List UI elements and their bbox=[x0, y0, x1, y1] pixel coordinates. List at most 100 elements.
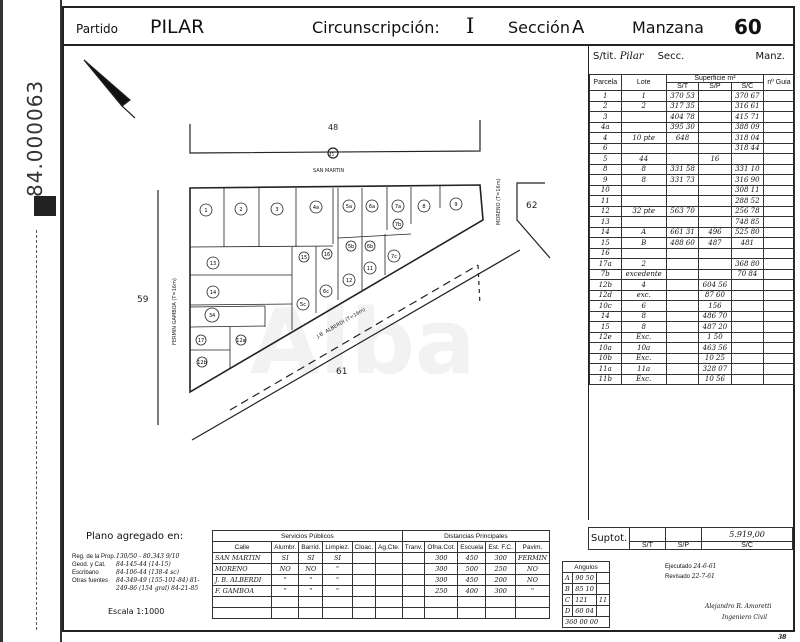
plano-row: Geod. y Cat.84-145-44 (14-15) bbox=[72, 561, 212, 569]
cell-sc: 748 85 bbox=[730, 216, 765, 228]
cell-sp: 496 bbox=[698, 226, 732, 238]
parcel-circles bbox=[195, 197, 463, 368]
cell-st: 404 78 bbox=[665, 111, 700, 123]
cell-st bbox=[665, 268, 700, 280]
cell-sc: 70 84 bbox=[730, 268, 765, 280]
cell-lote: excedente bbox=[620, 268, 667, 280]
parcel-number: 11 bbox=[367, 266, 373, 272]
cell-st: 661 31 bbox=[665, 226, 700, 238]
servicios-cell bbox=[271, 596, 300, 608]
parcel-number: 5c bbox=[300, 302, 306, 308]
foot-st: S/T bbox=[629, 541, 666, 550]
cell-parcela: 12b bbox=[589, 279, 622, 291]
cell-lote: 8 bbox=[620, 174, 667, 186]
secc-label: Secc. bbox=[657, 51, 685, 62]
cell-lote bbox=[620, 195, 667, 207]
cell-parcela: 13 bbox=[589, 216, 622, 228]
servicios-header: Tranv. bbox=[401, 541, 426, 553]
cell-parcela: 10c bbox=[589, 300, 622, 312]
servicios-row bbox=[211, 607, 551, 619]
manzana-label: Manzana bbox=[632, 18, 704, 37]
manzana-60-outline bbox=[189, 184, 484, 394]
cell-lote: 11a bbox=[620, 363, 667, 375]
servicios-cell bbox=[424, 607, 459, 619]
cell-sc: 256 78 bbox=[730, 205, 765, 217]
cell-lote bbox=[620, 121, 667, 133]
servicios-cell: F. GAMBOA bbox=[211, 585, 273, 597]
servicios-header: Escuela bbox=[457, 541, 487, 553]
parcel-row: 13 748 85 bbox=[589, 216, 795, 228]
parcel-number: 7c bbox=[391, 254, 397, 260]
servicios-cell: MORENO bbox=[211, 563, 273, 575]
cell-sp bbox=[698, 121, 732, 133]
stit-label: S/tit. bbox=[593, 51, 617, 62]
cell-parcela: 14 bbox=[589, 226, 622, 238]
dashed-line bbox=[229, 264, 479, 411]
angulo-v1: 85 10 bbox=[572, 583, 597, 595]
suptot-value: 5.919,00 bbox=[701, 527, 793, 542]
plano-label: Otras fuentes bbox=[72, 578, 109, 584]
cell-parcela: 6 bbox=[589, 142, 622, 154]
servicios-cell: " bbox=[322, 563, 353, 575]
cell-st bbox=[665, 153, 700, 165]
servicios-header: Cloac. bbox=[351, 541, 377, 553]
servicios-header: Ag.Cte. bbox=[375, 541, 403, 553]
cell-sc: 481 bbox=[730, 237, 765, 249]
angulo-k: B bbox=[561, 583, 574, 595]
cell-guia bbox=[763, 373, 795, 385]
cell-sp bbox=[698, 247, 732, 259]
cell-lote bbox=[620, 216, 667, 228]
ejecutado-value: 24-6-61 bbox=[693, 563, 717, 570]
cell-guia bbox=[763, 363, 795, 375]
servicios-cell bbox=[271, 607, 300, 619]
cell-sp bbox=[698, 132, 732, 144]
cell-lote: 8 bbox=[620, 310, 667, 322]
cell-parcela: 3 bbox=[589, 111, 622, 123]
angulo-v2: 11 bbox=[595, 594, 611, 606]
angulo-k: A bbox=[561, 572, 574, 584]
servicios-header: Alumbr. bbox=[271, 541, 300, 553]
cell-parcela: 16 bbox=[589, 247, 622, 259]
col-st: S/T bbox=[665, 82, 700, 91]
servicios-cell: " bbox=[322, 574, 353, 586]
cell-lote bbox=[620, 184, 667, 196]
cell-parcela: 1 bbox=[589, 90, 622, 102]
servicios-header: Pavim. bbox=[514, 541, 551, 553]
servicios-header: Limpiez. bbox=[322, 541, 353, 553]
cell-sc bbox=[730, 373, 765, 385]
cell-parcela: 10b bbox=[589, 352, 622, 364]
servicios-cell bbox=[375, 585, 403, 597]
cell-st: 370 53 bbox=[665, 90, 700, 102]
cell-sp bbox=[698, 258, 732, 270]
cell-sc bbox=[730, 352, 765, 364]
cell-sp: 87 60 bbox=[698, 289, 732, 301]
servicios-cell: SI bbox=[298, 552, 324, 564]
cell-lote bbox=[620, 247, 667, 259]
plano-value: 84-349-49 (155-101-84) 81-249-86 (154 gr… bbox=[116, 577, 200, 592]
parcel-number: 12b bbox=[197, 360, 207, 366]
servicios-cell bbox=[401, 585, 426, 597]
cell-sp bbox=[698, 216, 732, 228]
servicios-cell: 300 bbox=[485, 585, 516, 597]
cell-st: 331 73 bbox=[665, 174, 700, 186]
cell-sc: 318 44 bbox=[730, 142, 765, 154]
cell-st bbox=[665, 247, 700, 259]
servicios-cell: FERMIN bbox=[514, 552, 551, 564]
servicios-cell: 300 bbox=[424, 552, 459, 564]
cell-st bbox=[665, 331, 700, 343]
cell-lote: 10a bbox=[620, 342, 667, 354]
cell-lote bbox=[620, 142, 667, 154]
servicios-cell: NO bbox=[271, 563, 300, 575]
cell-st bbox=[665, 300, 700, 312]
cell-sp: 487 bbox=[698, 237, 732, 249]
